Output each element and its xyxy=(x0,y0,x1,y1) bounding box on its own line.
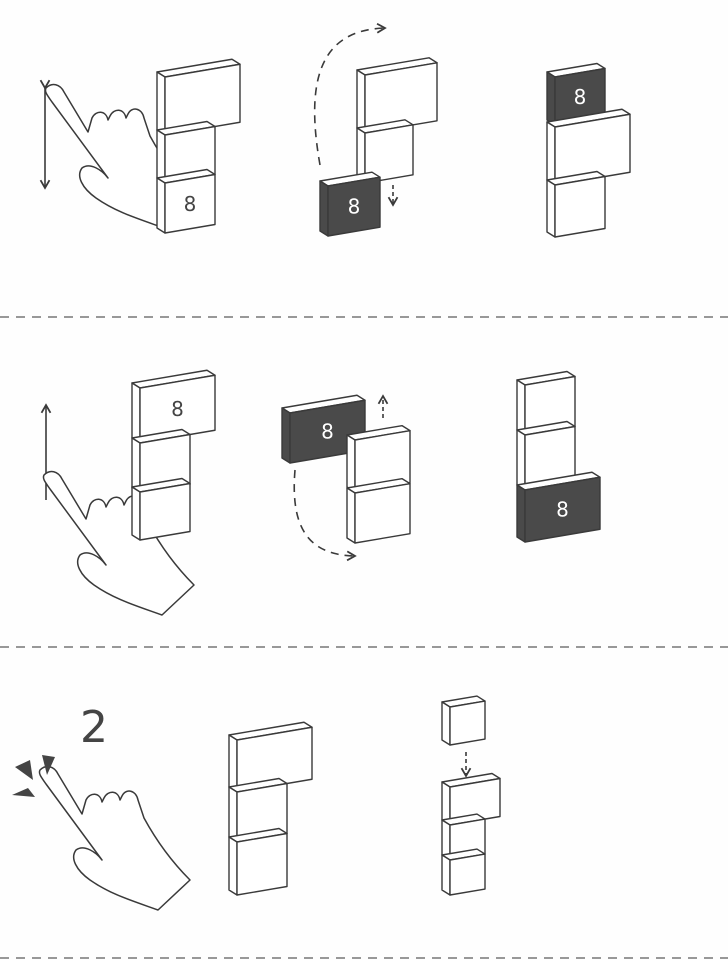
block xyxy=(546,170,606,238)
block-side-face xyxy=(441,701,451,746)
block xyxy=(228,827,288,896)
block-number: 8 xyxy=(574,85,587,109)
block-front-face xyxy=(449,853,486,896)
dark-block: 8 xyxy=(319,171,381,237)
block-number: 8 xyxy=(321,420,334,444)
block xyxy=(441,848,486,896)
block-side-face xyxy=(131,437,141,494)
block-front-face xyxy=(139,482,191,541)
block-side-face xyxy=(156,177,166,234)
dark-block: 8 xyxy=(281,394,366,464)
block xyxy=(356,119,414,184)
block-front-face xyxy=(164,173,216,234)
rotate-down-arc-arrow xyxy=(293,469,357,562)
block-side-face xyxy=(228,734,238,793)
block-side-face xyxy=(346,487,356,544)
block-front-face xyxy=(354,482,411,544)
block-side-face xyxy=(156,129,166,184)
dark-block: 8 xyxy=(546,62,606,126)
block-front-face xyxy=(554,175,606,238)
block-side-face xyxy=(516,379,526,436)
block-side-face xyxy=(281,407,291,464)
block-front-face xyxy=(289,399,366,464)
block-number: 8 xyxy=(171,397,184,421)
block xyxy=(228,721,313,793)
tap-count: 2 xyxy=(80,702,108,753)
block xyxy=(516,370,576,436)
block-front-face xyxy=(364,124,414,184)
dark-block: 8 xyxy=(516,471,601,543)
block-side-face xyxy=(131,486,141,541)
block xyxy=(546,108,631,186)
block-side-face xyxy=(516,429,526,491)
block-side-face xyxy=(516,484,526,543)
block-number: 8 xyxy=(348,195,361,219)
block-side-face xyxy=(228,786,238,843)
blocks: 8 8 8 8 8 8 xyxy=(131,57,631,896)
block-side-face xyxy=(546,71,556,126)
hand-double-tap-icon xyxy=(38,765,191,911)
block-number: 8 xyxy=(556,498,569,522)
block xyxy=(516,420,576,491)
block-side-face xyxy=(156,71,166,136)
block-side-face xyxy=(356,69,366,134)
hand-swipe-up-icon xyxy=(42,470,195,616)
block-number: 8 xyxy=(184,192,197,216)
block xyxy=(441,695,486,746)
block xyxy=(346,424,411,493)
block-side-face xyxy=(546,179,556,238)
rotate-arc-arrow xyxy=(313,22,387,166)
block xyxy=(346,477,411,544)
block xyxy=(131,477,191,541)
block xyxy=(356,57,438,134)
block-front-face xyxy=(327,176,381,237)
block-front-face xyxy=(236,832,288,896)
block-side-face xyxy=(546,121,556,186)
block xyxy=(156,58,241,136)
block-side-face xyxy=(131,382,141,444)
block-front-face xyxy=(524,476,601,543)
block-side-face xyxy=(319,180,329,237)
block-side-face xyxy=(228,836,238,896)
block-front-face xyxy=(449,700,486,746)
block-side-face xyxy=(441,854,451,896)
block xyxy=(441,813,486,861)
block-side-face xyxy=(346,434,356,493)
tap-burst-icon xyxy=(12,755,55,797)
block xyxy=(228,777,288,843)
block: 8 xyxy=(156,168,216,234)
block: 8 xyxy=(131,369,216,444)
block xyxy=(131,428,191,494)
